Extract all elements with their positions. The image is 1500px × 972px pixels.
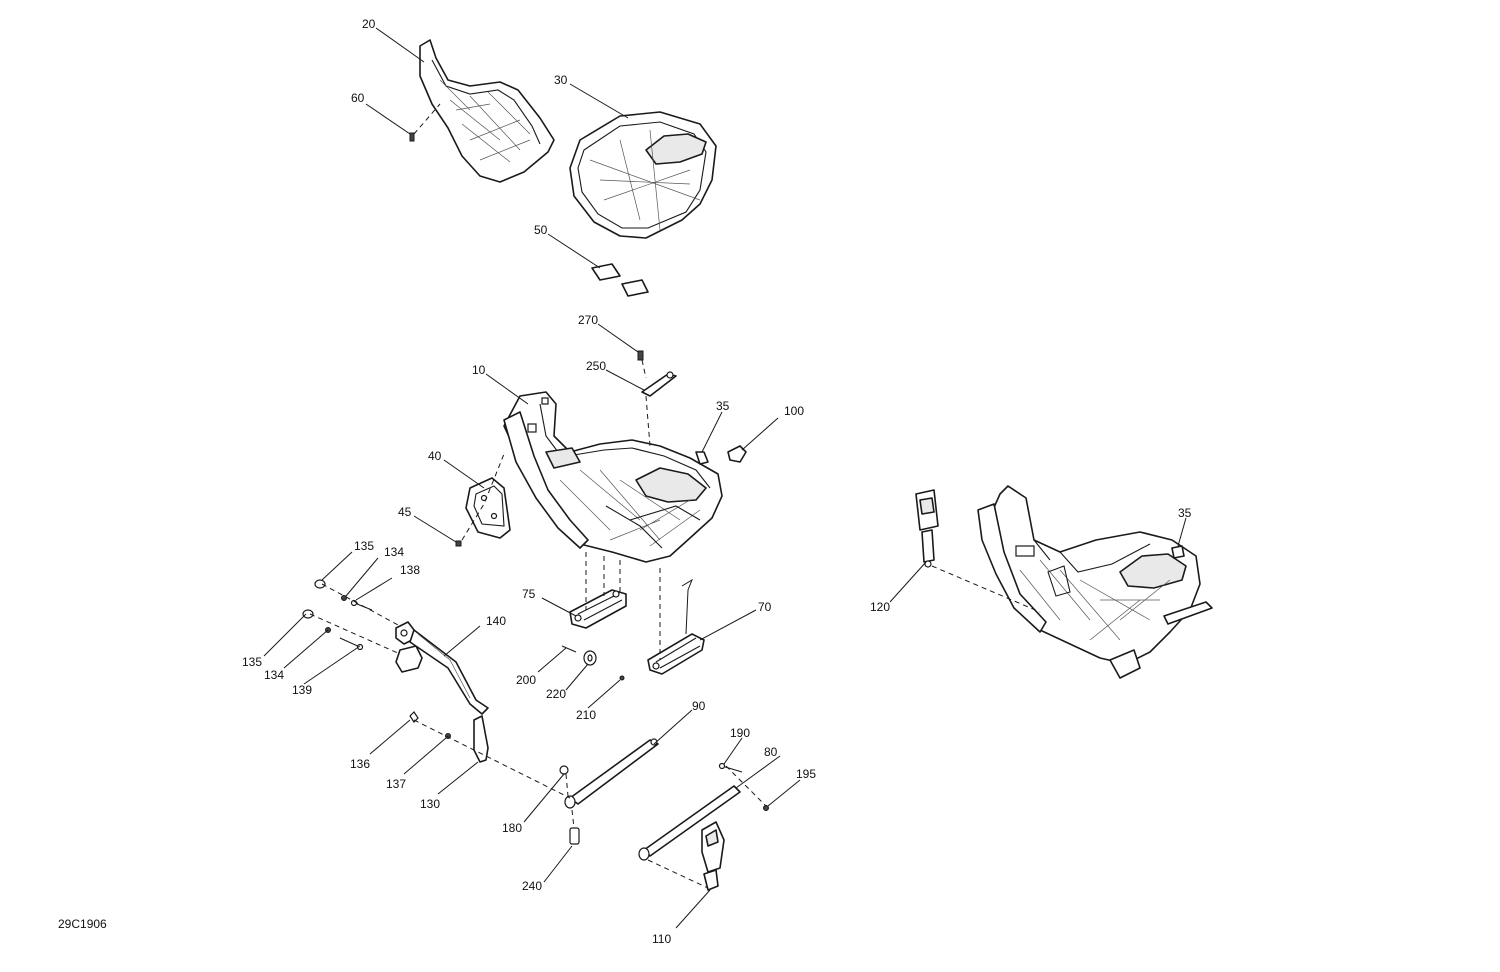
part-screw-60[interactable] [409, 132, 415, 142]
part-back-plate[interactable] [465, 477, 511, 539]
callout-240: 240 [522, 879, 542, 893]
callout-130: 130 [420, 797, 440, 811]
part-buckle-110[interactable] [701, 821, 725, 891]
part-labels[interactable] [591, 263, 649, 297]
part-clip-35b[interactable] [1171, 545, 1185, 559]
part-pin-200[interactable] [561, 645, 577, 653]
callout-70: 70 [758, 600, 772, 614]
callout-138: 138 [400, 563, 420, 577]
part-washer-134a[interactable] [341, 595, 347, 601]
part-assembled-seat[interactable] [977, 485, 1213, 679]
callout-10: 10 [472, 363, 486, 377]
part-spacer-135a[interactable] [314, 579, 326, 589]
part-nut-180[interactable] [559, 765, 569, 775]
part-bolt-190[interactable] [718, 762, 743, 773]
callout-50: 50 [534, 223, 548, 237]
callout-labels: 20 60 30 50 270 250 10 35 100 40 45 135 … [242, 17, 1192, 946]
callout-90: 90 [692, 699, 706, 713]
leader-lines [263, 27, 1187, 929]
callout-20: 20 [362, 17, 376, 31]
part-tube-80[interactable] [638, 785, 741, 861]
part-buckle-receiver-120[interactable] [915, 489, 939, 568]
callout-140: 140 [486, 614, 506, 628]
callout-134a: 134 [384, 545, 404, 559]
part-nut-195[interactable] [763, 805, 769, 811]
part-screw-270[interactable] [637, 350, 644, 361]
callout-35b: 35 [1178, 506, 1192, 520]
callout-270: 270 [578, 313, 598, 327]
callout-100: 100 [784, 404, 804, 418]
callout-210: 210 [576, 708, 596, 722]
part-slide-rail-75[interactable] [569, 589, 627, 629]
callout-80: 80 [764, 745, 778, 759]
assembly-lines [309, 103, 1041, 889]
callout-200: 200 [516, 673, 536, 687]
callout-250: 250 [586, 359, 606, 373]
part-belt-anchor-130[interactable] [473, 715, 489, 763]
part-seat-back-cushion[interactable] [419, 39, 555, 183]
part-clip-35[interactable] [695, 451, 709, 465]
part-nut-210[interactable] [619, 675, 625, 681]
callout-134b: 134 [264, 668, 284, 682]
part-bracket-250[interactable] [641, 371, 677, 397]
part-seat-cushion[interactable] [569, 111, 717, 239]
part-latch-100[interactable] [727, 445, 747, 463]
callout-139: 139 [292, 683, 312, 697]
callout-30: 30 [554, 73, 568, 87]
callout-120: 120 [870, 600, 890, 614]
part-bolt-136[interactable] [409, 711, 419, 723]
callout-220: 220 [546, 687, 566, 701]
diagram-code: 29C1906 [58, 917, 107, 931]
part-bolt-139[interactable] [339, 637, 364, 651]
callout-35a: 35 [716, 399, 730, 413]
callout-60: 60 [351, 91, 365, 105]
part-screw-45[interactable] [455, 540, 462, 547]
callout-45: 45 [398, 505, 412, 519]
callout-135b: 135 [242, 655, 262, 669]
callout-75: 75 [522, 587, 536, 601]
part-spacer-135b[interactable] [302, 609, 314, 619]
callout-137: 137 [386, 777, 406, 791]
part-tube-90[interactable] [564, 738, 659, 809]
callout-110: 110 [652, 932, 671, 946]
callout-40: 40 [428, 449, 442, 463]
callout-190: 190 [730, 726, 750, 740]
part-seat-frame[interactable] [503, 391, 723, 563]
part-bushing-220[interactable] [583, 650, 597, 666]
part-slide-rail-70[interactable] [647, 578, 705, 675]
callout-195: 195 [796, 767, 816, 781]
part-spacer-240[interactable] [569, 827, 580, 845]
callout-135a: 135 [354, 539, 374, 553]
callout-136: 136 [350, 757, 370, 771]
part-belt-retractor[interactable] [395, 621, 489, 715]
callout-180: 180 [502, 821, 522, 835]
